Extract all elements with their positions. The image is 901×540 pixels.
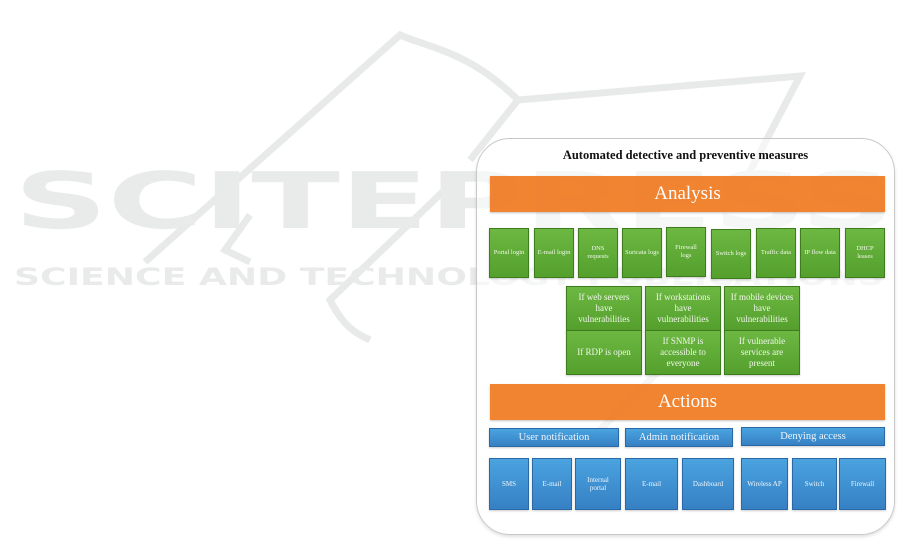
condition-mobile-devices: If mobile devices have vulnerabilities — [724, 286, 800, 331]
source-box-portal-login: Portal login — [489, 228, 529, 278]
action-box-admin-email: E-mail — [625, 458, 678, 510]
action-box-firewall: Firewall — [839, 458, 886, 510]
source-box-email-login: E-mail login — [534, 228, 574, 278]
source-box-switch-logs: Switch logs — [711, 229, 751, 279]
condition-vulnerable-services: If vulnerable services are present — [724, 330, 800, 375]
condition-workstations: If workstations have vulnerabilities — [645, 286, 721, 331]
actions-banner: Actions — [490, 384, 885, 420]
source-box-dns-requests: DNS requests — [578, 228, 618, 278]
group-admin-notification: Admin notification — [625, 428, 733, 447]
condition-web-servers: If web servers have vulnerabilities — [566, 286, 642, 331]
action-box-sms: SMS — [489, 458, 529, 510]
action-box-internal-portal: Internal portal — [575, 458, 621, 510]
source-box-dhcp-leases: DHCP leases — [845, 228, 885, 278]
action-box-dashboard: Dashboard — [682, 458, 734, 510]
group-denying-access: Denying access — [741, 427, 885, 446]
condition-rdp-open: If RDP is open — [566, 330, 642, 375]
diagram-title: Automated detective and preventive measu… — [562, 148, 809, 162]
group-user-notification: User notification — [489, 428, 619, 447]
action-box-user-email: E-mail — [532, 458, 572, 510]
analysis-banner: Analysis — [490, 176, 885, 212]
source-box-ip-flow-data: IP flow data — [800, 228, 840, 278]
source-box-traffic-data: Traffic data — [756, 228, 796, 278]
action-box-switch: Switch — [792, 458, 837, 510]
source-box-suricata-logs: Suricata logs — [622, 228, 662, 278]
action-box-wireless-ap: Wireless AP — [741, 458, 788, 510]
condition-snmp-accessible: If SNMP is accessible to everyone — [645, 330, 721, 375]
source-box-firewall-logs: Firewall logs — [666, 227, 706, 277]
